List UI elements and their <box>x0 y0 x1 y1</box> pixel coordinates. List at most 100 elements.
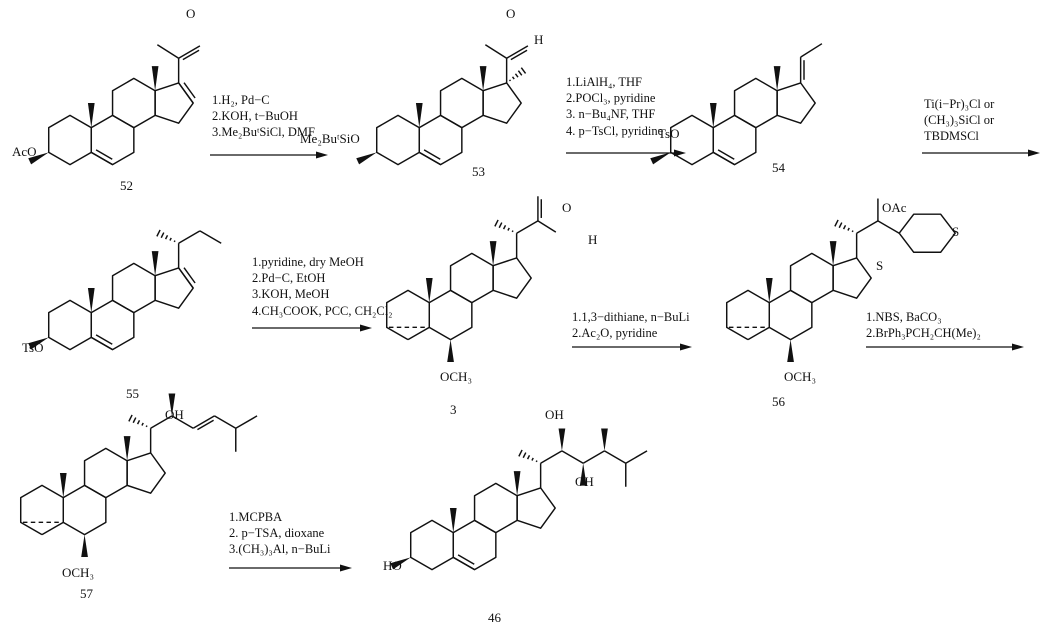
bond <box>197 419 214 431</box>
c57-methoxy-label: OCH₃ <box>62 565 94 580</box>
reagent: (CH₃)₃SiCl or <box>924 113 995 127</box>
bond <box>171 415 194 429</box>
c54-tso-label: TsO <box>658 126 679 141</box>
wedge-bond <box>356 152 377 165</box>
bond <box>132 417 137 424</box>
reaction-arrow <box>229 564 352 572</box>
reagent: Ti(i−Pr)₃Cl or <box>924 97 995 111</box>
bond <box>150 415 173 429</box>
c3-number: 3 <box>450 402 457 417</box>
bond <box>235 415 258 429</box>
reaction-arrow <box>210 151 328 159</box>
c52-oxygen-label: O <box>186 6 195 21</box>
bond <box>484 44 508 59</box>
wedge-bond <box>168 393 176 416</box>
bond <box>173 240 176 243</box>
ring-d <box>492 257 532 299</box>
c52-number: 52 <box>120 178 133 193</box>
c3-oxygen-label: O <box>562 200 571 215</box>
c46-hydroxy-label: OH <box>575 474 594 489</box>
ring-b <box>428 289 473 341</box>
bond <box>582 450 605 464</box>
bond <box>511 76 515 80</box>
c57-number: 57 <box>80 586 94 601</box>
bond <box>183 82 196 99</box>
bond <box>842 224 847 230</box>
reaction-arrow <box>922 149 1040 157</box>
reagent: 2.KOH, t−BuOH <box>212 109 298 123</box>
ring-c <box>789 252 834 304</box>
wedge-bond <box>558 428 566 451</box>
ring-d <box>126 452 166 494</box>
step-6-reagents: 1.NBS, BaCO₃ 2.BrPh₃PCH₂CH(Me)₂ <box>866 310 981 340</box>
wedge-bond <box>59 473 67 498</box>
reagent: 2.Ac₂O, pyridine <box>572 326 658 340</box>
wedge-bond <box>709 103 717 128</box>
ring-d <box>154 82 194 124</box>
bond <box>604 450 627 464</box>
bond <box>856 220 879 234</box>
reagent: 3. n−Bu₄NF, THF <box>566 107 655 121</box>
ring-b <box>452 519 497 571</box>
bond <box>95 334 113 345</box>
bond <box>95 149 113 160</box>
bond <box>520 67 527 74</box>
bond <box>502 224 507 230</box>
bond <box>851 230 854 233</box>
ring-b <box>62 484 107 536</box>
wedge-bond <box>123 436 131 461</box>
wedge-bond <box>390 557 411 570</box>
bond <box>178 267 194 289</box>
bond <box>516 220 539 234</box>
bond <box>531 457 534 461</box>
bond <box>877 220 900 234</box>
reagent: 4.CH₃COOK, PCC, CH₂Cl₂ <box>252 304 393 318</box>
compound-52 <box>28 44 201 166</box>
ring-c <box>111 77 156 129</box>
arrow-head <box>1028 149 1040 157</box>
arrow-head <box>1012 343 1024 351</box>
reagent: 1.NBS, BaCO₃ <box>866 310 942 324</box>
reagent: TBDMSCl <box>924 129 979 143</box>
step-7-reagents: 1.MCPBA 2. p−TSA, dioxane 3.(CH₃)₃Al, n−… <box>229 510 331 556</box>
bond <box>712 151 735 166</box>
bond <box>522 452 527 459</box>
bond <box>537 220 557 233</box>
bond <box>156 44 180 59</box>
step-4-reagents: 1.pyridine, dry MeOH 2.Pd−C, EtOH 3.KOH,… <box>252 255 393 318</box>
bond <box>199 230 222 244</box>
wedge-bond <box>601 428 608 451</box>
bond <box>517 70 523 76</box>
reaction-arrow <box>566 149 686 157</box>
wedge-bond <box>787 339 794 363</box>
wedge-bond <box>447 339 454 363</box>
bond <box>178 230 201 244</box>
bond <box>136 419 141 425</box>
ring-b <box>90 114 135 166</box>
reagent: 2.BrPh₃PCH₂CH(Me)₂ <box>866 326 981 340</box>
ring-d <box>154 267 194 309</box>
wedge-bond <box>449 508 457 533</box>
reagent: 3.KOH, MeOH <box>252 287 329 301</box>
wedge-bond <box>28 337 49 350</box>
ring-c <box>473 482 518 534</box>
arrow-head <box>674 149 686 157</box>
bond <box>156 229 161 237</box>
c3-hydrogen-label: H <box>588 232 597 247</box>
bond <box>518 449 523 457</box>
bond <box>423 149 441 160</box>
compound-3 <box>385 196 557 363</box>
bond <box>169 237 172 241</box>
wedge-bond <box>513 471 521 496</box>
bond <box>452 556 475 571</box>
compound-55 <box>28 229 222 351</box>
c56-acetoxy-label: OAc <box>882 200 907 215</box>
ring-c <box>733 77 778 129</box>
arrow-head <box>680 343 692 351</box>
reagent: 1.LiAlH₄, THF <box>566 75 642 89</box>
arrow-head <box>316 151 328 159</box>
step-5-reagents: 1.1,3−dithiane, n−BuLi 2.Ac₂O, pyridine <box>572 310 690 340</box>
bond <box>494 219 499 227</box>
wedge-bond <box>87 103 95 128</box>
c46-ho-label: HO <box>383 558 402 573</box>
